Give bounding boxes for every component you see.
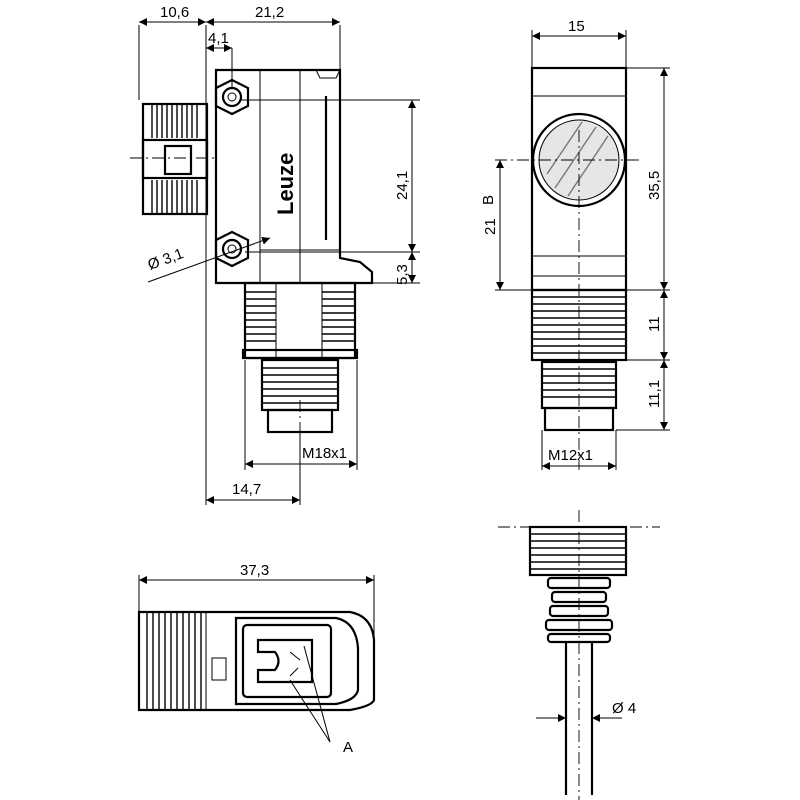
dim-front-height: 35,5 — [646, 171, 663, 200]
dim-thread-length: 11 — [646, 316, 663, 332]
dim-hole-spacing: 24,1 — [394, 171, 411, 200]
dim-beam-label: B — [480, 195, 497, 205]
side-connector — [141, 102, 209, 216]
dim-top-body-width: 21,2 — [255, 4, 284, 21]
top-housing — [137, 610, 376, 712]
callout-a: A — [343, 739, 353, 756]
dim-cable-diameter: Ø 4 — [612, 700, 636, 717]
dim-hole-offset: 4,1 — [208, 30, 229, 47]
cable-view: Ø 4 — [498, 510, 660, 800]
lower-mounting-hole — [214, 230, 250, 268]
dim-top-left-width: 10,6 — [160, 4, 189, 21]
dim-thread-left: M18x1 — [302, 445, 347, 462]
side-housing — [214, 68, 374, 285]
dim-base-offset: 5,3 — [394, 264, 411, 285]
top-thread — [146, 612, 202, 710]
dim-top-view-length: 37,3 — [240, 562, 269, 579]
dim-front-width: 15 — [568, 18, 585, 35]
side-m12-connector — [260, 358, 340, 434]
front-view: 15 35,5 11 11,1 21 B M12x1 — [480, 18, 670, 470]
dim-beam-height: 21 — [482, 218, 499, 235]
led-window — [256, 638, 314, 684]
dim-hole-diameter: Ø 3,1 — [146, 245, 186, 274]
dim-connector-length: 11,1 — [646, 380, 663, 408]
leuze-logo: Leuze — [273, 153, 298, 215]
side-connector-thread — [151, 104, 198, 214]
side-m18-thread — [241, 281, 359, 360]
dim-thread-right: M12x1 — [548, 447, 593, 464]
top-view: A 37,3 — [137, 562, 376, 756]
dim-bottom-width: 14,7 — [232, 481, 261, 498]
side-view: Leuze — [130, 4, 420, 505]
